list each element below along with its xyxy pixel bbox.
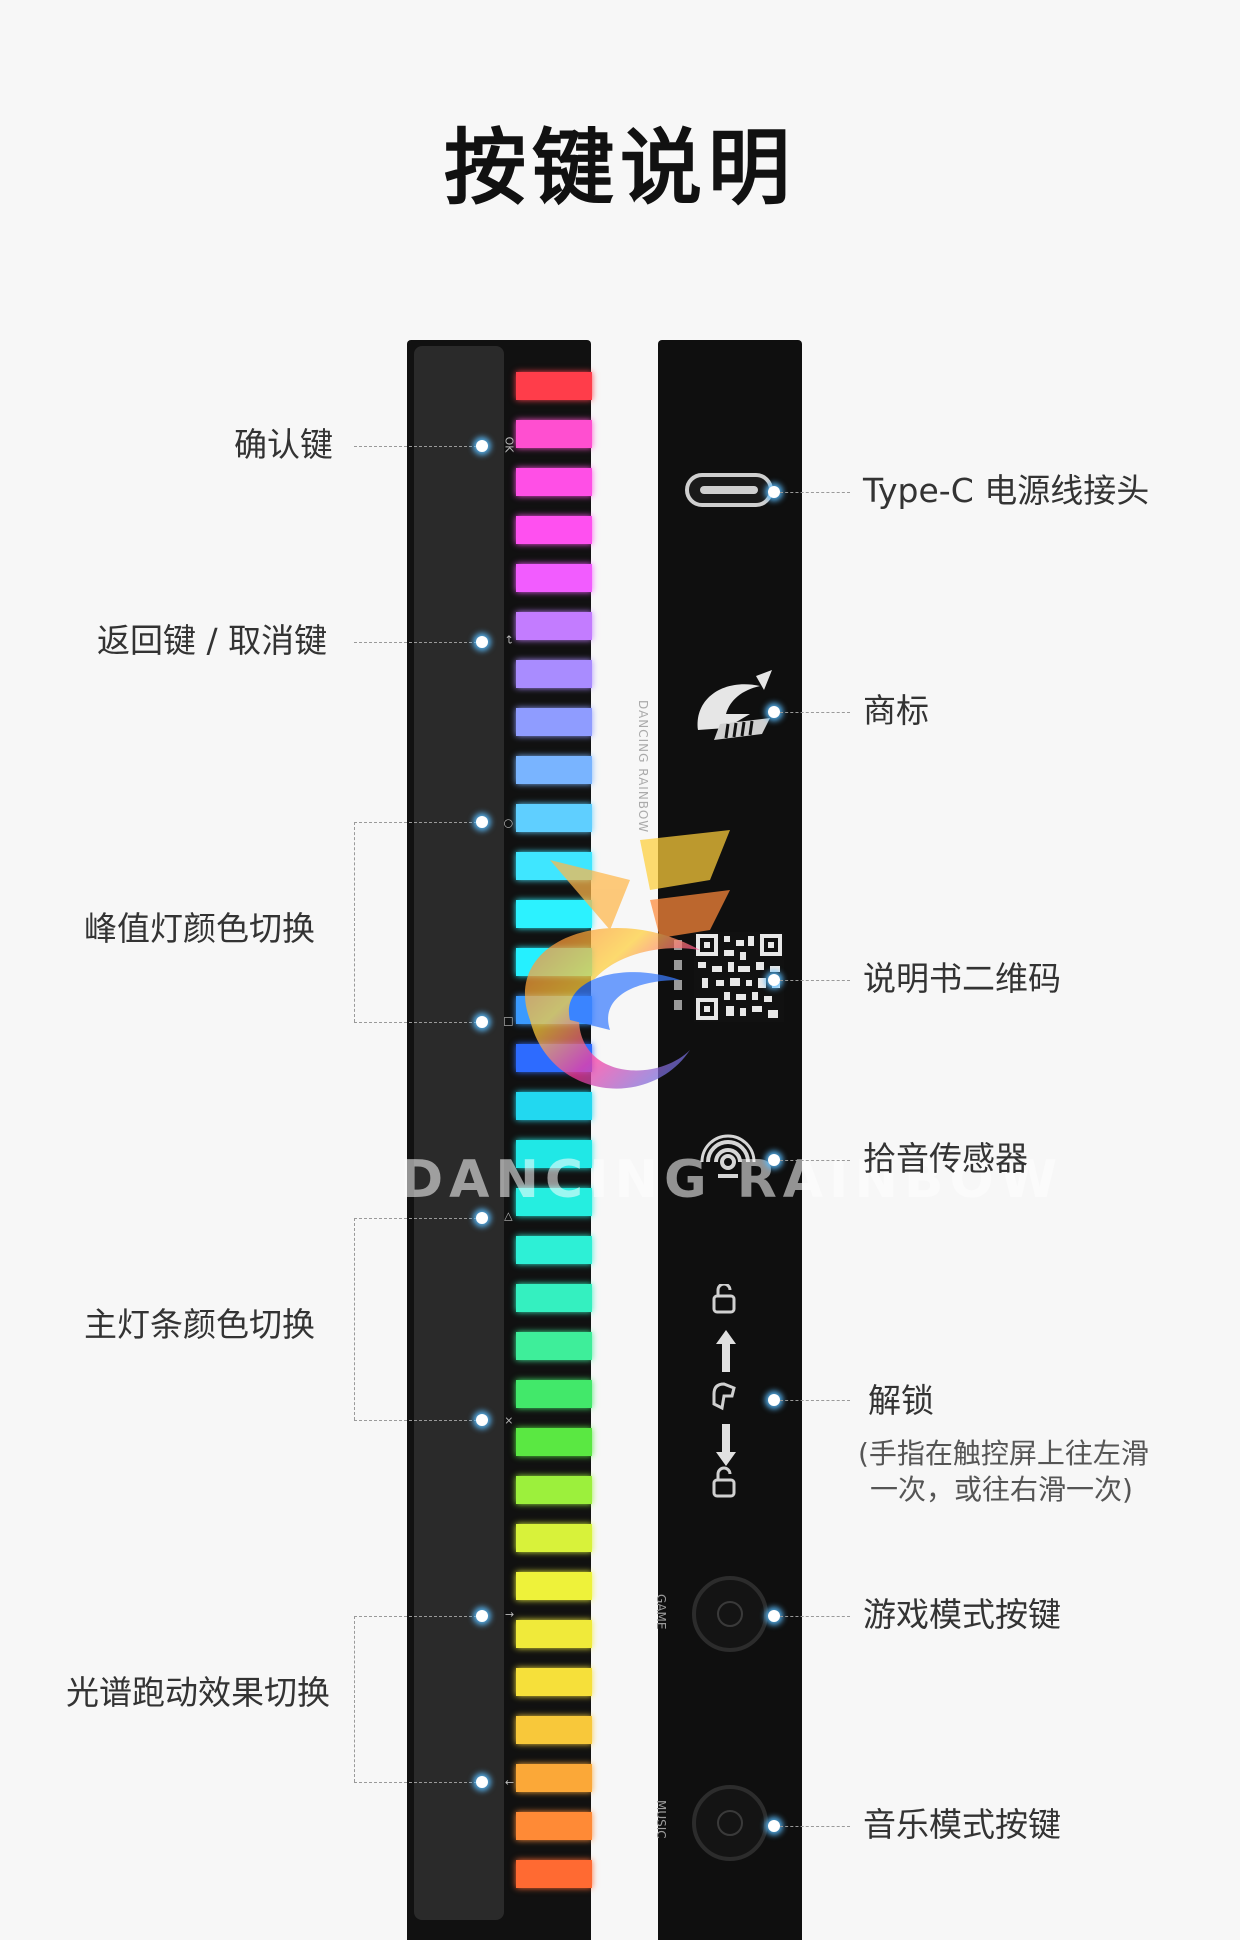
down-arrow-glyph: ↓: [502, 1777, 516, 1788]
led-segment: [516, 516, 592, 544]
led-segment: [516, 804, 592, 832]
label-mic: 拾音传感器: [863, 1139, 1028, 1178]
bracket-peak: [354, 822, 355, 1022]
callout-dot-back: [476, 636, 488, 648]
leader-music: [780, 1826, 850, 1827]
leader-main-b: [354, 1420, 482, 1421]
up-arrow-glyph: ↑: [502, 1609, 516, 1620]
callout-dot-mic: [768, 1154, 780, 1166]
sound-sensor-icon: [700, 1134, 756, 1178]
led-segment: [516, 1764, 592, 1792]
label-music: 音乐模式按键: [863, 1805, 1061, 1844]
leader-mic: [780, 1160, 850, 1161]
back-glyph: ↩: [502, 634, 516, 645]
callout-dot-peak-a: [476, 816, 488, 828]
label-spectrum: 光谱跑动效果切换: [66, 1673, 330, 1712]
leader-back: [354, 642, 482, 643]
label-peak-color: 峰值灯颜色切换: [84, 909, 315, 948]
page-title: 按键说明: [443, 121, 796, 216]
leader-unlock: [780, 1400, 850, 1401]
led-segment: [516, 1140, 592, 1168]
unlock-note-line2: 一次，或往右滑一次): [870, 1473, 1133, 1506]
leader-spectrum-a: [354, 1616, 482, 1617]
callout-dot-main-b: [476, 1414, 488, 1426]
callout-dot-logo: [768, 706, 780, 718]
leader-confirm: [354, 446, 482, 447]
led-segment: [516, 1716, 592, 1744]
ok-glyph: OK: [502, 436, 516, 453]
led-segment: [516, 708, 592, 736]
unlock-note-line1: (手指在触控屏上往左滑: [858, 1437, 1149, 1470]
callout-dot-qr: [768, 974, 780, 986]
label-game: 游戏模式按键: [863, 1595, 1061, 1634]
callout-dot-music: [768, 1820, 780, 1832]
led-segment: [516, 756, 592, 784]
watermark-text: DANCING RAINBOW: [400, 1150, 1064, 1210]
led-segment: [516, 1428, 592, 1456]
callout-dot-confirm: [476, 440, 488, 452]
leader-game: [780, 1616, 850, 1617]
led-segment: [516, 1380, 592, 1408]
callout-dot-game: [768, 1610, 780, 1622]
led-segment: [516, 1092, 592, 1120]
label-back: 返回键 / 取消键: [97, 621, 328, 660]
game-mode-button[interactable]: [692, 1576, 768, 1652]
led-segment: [516, 1620, 592, 1648]
led-segment: [516, 564, 592, 592]
led-segment: [516, 1524, 592, 1552]
label-confirm: 确认键: [234, 425, 333, 464]
leader-main-a: [354, 1218, 482, 1219]
game-tag: GAME: [654, 1594, 668, 1630]
leader-typec: [780, 492, 850, 493]
bracket-spectrum: [354, 1616, 355, 1782]
light-bar-back: [658, 340, 802, 1940]
leader-logo: [780, 712, 850, 713]
music-tag: MUSIC: [654, 1800, 668, 1839]
led-segment: [516, 1476, 592, 1504]
leader-peak-b: [354, 1022, 482, 1023]
label-typec: Type-C 电源线接头: [863, 471, 1150, 510]
led-segment: [516, 1860, 592, 1888]
led-segment: [516, 1188, 592, 1216]
callout-dot-main-a: [476, 1212, 488, 1224]
label-logo: 商标: [863, 691, 929, 730]
leader-peak-a: [354, 822, 482, 823]
led-segment: [516, 372, 592, 400]
label-main-color: 主灯条颜色切换: [84, 1305, 315, 1344]
brand-vertical-text: DANCING RAINBOW: [636, 700, 650, 834]
music-mode-button[interactable]: [692, 1785, 768, 1861]
label-qr: 说明书二维码: [863, 959, 1061, 998]
unlock-gesture-icon: [712, 1284, 736, 1498]
touch-panel: [414, 346, 504, 1920]
leader-qr: [780, 980, 850, 981]
callout-dot-typec: [768, 486, 780, 498]
led-segment: [516, 1332, 592, 1360]
cross-glyph: ×: [502, 1415, 516, 1426]
bracket-main: [354, 1218, 355, 1420]
callout-dot-peak-b: [476, 1016, 488, 1028]
led-segment: [516, 420, 592, 448]
callout-dot-spectrum-a: [476, 1610, 488, 1622]
callout-dot-unlock: [768, 1394, 780, 1406]
led-segment: [516, 1668, 592, 1696]
leader-spectrum-b: [354, 1782, 482, 1783]
watermark-logo-icon: [524, 830, 730, 1089]
led-segment: [516, 1236, 592, 1264]
usb-c-port-icon: [685, 473, 773, 507]
led-segment: [516, 900, 592, 928]
led-segment: [516, 612, 592, 640]
led-segment: [516, 660, 592, 688]
brand-logo-icon: [697, 670, 772, 740]
led-segment: [516, 1572, 592, 1600]
led-segment: [516, 1284, 592, 1312]
led-segment: [516, 1812, 592, 1840]
callout-dot-spectrum-b: [476, 1776, 488, 1788]
led-segment: [516, 468, 592, 496]
label-unlock: 解锁: [868, 1381, 934, 1420]
